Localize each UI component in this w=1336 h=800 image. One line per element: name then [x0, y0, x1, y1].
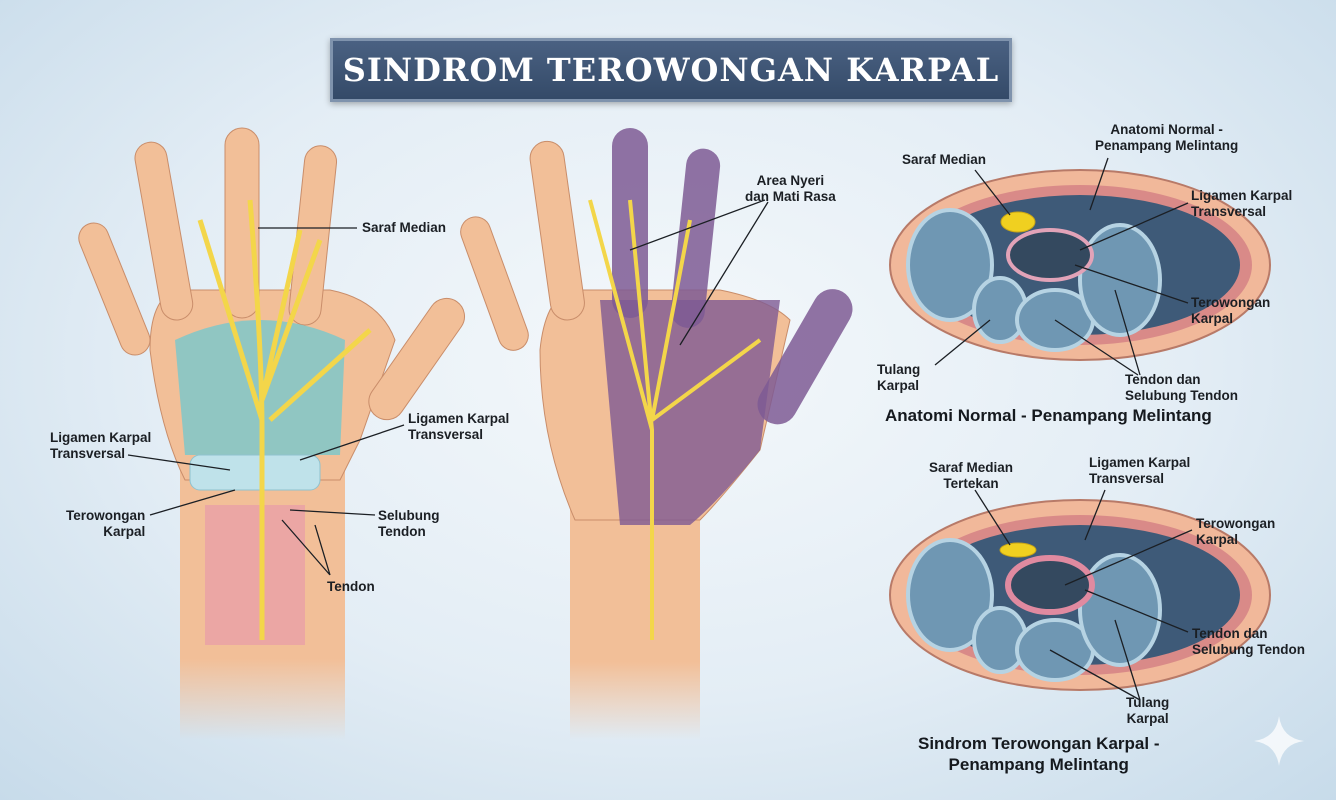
label-ligamen-left: Ligamen Karpal Transversal: [50, 430, 152, 461]
label-normal-tendon: Tendon dan Selubung Tendon: [1125, 372, 1238, 403]
label-normal-terowongan: Terowongan Karpal: [1191, 295, 1271, 326]
sparkle-icon: [1254, 716, 1304, 766]
label-normal-saraf: Saraf Median: [902, 152, 987, 167]
label-normal-anatomi: Anatomi Normal - Penampang Melintang: [1095, 122, 1239, 153]
cts-cross-section: [889, 499, 1271, 691]
label-selubung: Selubung Tendon: [378, 508, 440, 539]
title-banner: SINDROM TEROWONGAN KARPAL: [330, 38, 1012, 102]
page-title: SINDROM TEROWONGAN KARPAL: [342, 51, 1000, 89]
label-cts-saraf: Saraf Median Tertekan: [929, 460, 1014, 491]
label-normal-tulang: Tulang Karpal: [877, 362, 921, 393]
caption-cts: Sindrom Terowongan Karpal - Penampang Me…: [918, 734, 1160, 774]
label-saraf-median: Saraf Median: [362, 220, 447, 235]
label-normal-ligamen: Ligamen Karpal Transversal: [1191, 188, 1293, 219]
normal-cross-section: [889, 169, 1271, 361]
label-cts-tulang: Tulang Karpal: [1126, 695, 1170, 726]
leader-lines: [127, 157, 1193, 701]
label-cts-ligamen: Ligamen Karpal Transversal: [1089, 455, 1191, 486]
label-cts-terowongan: Terowongan Karpal: [1196, 516, 1276, 547]
label-tendon: Tendon: [327, 579, 375, 594]
middle-hand-illustration: [460, 128, 853, 740]
label-terowongan: Terowongan Karpal: [66, 508, 146, 539]
label-area-nyeri: Area Nyeri dan Mati Rasa: [745, 173, 836, 204]
label-ligamen-right: Ligamen Karpal Transversal: [408, 411, 510, 442]
caption-normal: Anatomi Normal - Penampang Melintang: [885, 406, 1212, 425]
label-cts-tendon: Tendon dan Selubung Tendon: [1192, 626, 1305, 657]
